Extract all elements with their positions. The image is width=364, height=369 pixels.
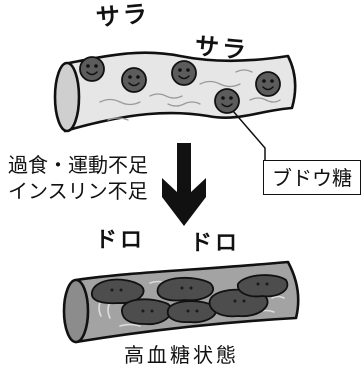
healthy-vessel-opening: [53, 61, 81, 133]
clump-eye: [256, 282, 260, 286]
clump-eye: [180, 286, 184, 290]
glucose-clump: [91, 278, 145, 305]
glucose-molecule: [171, 60, 197, 86]
molecule-eye: [136, 75, 140, 79]
glucose-molecule: [255, 71, 281, 97]
molecule-eye: [94, 64, 98, 68]
clump-eye: [265, 282, 269, 286]
healthy-blood-vessel: [53, 51, 297, 133]
molecule-smile: [221, 103, 233, 108]
molecule-smile: [178, 75, 190, 80]
molecule-eye: [270, 79, 274, 83]
label-leader-line: [232, 110, 266, 161]
glucose-molecule-body: [214, 88, 240, 114]
molecule-eye: [229, 96, 233, 100]
glucose-molecule-body: [121, 67, 147, 93]
glucose-label-box: ブドウ糖: [263, 160, 361, 195]
vessel-texture-line: [235, 69, 253, 73]
vessel-texture-line: [271, 295, 285, 299]
clump-eye: [195, 309, 199, 313]
glucose-clump: [156, 277, 215, 302]
glucose-molecule-body: [79, 56, 105, 82]
state-caption: 高血糖状態: [124, 343, 239, 367]
molecule-eye: [86, 64, 90, 68]
glucose-clump: [236, 274, 289, 298]
glucose-molecule: [214, 88, 240, 114]
molecule-eye: [221, 96, 225, 100]
cause-text: インスリン不足: [8, 179, 148, 203]
clump-eye: [233, 299, 237, 303]
clump-eye: [242, 299, 246, 303]
vessel-texture-line: [107, 117, 129, 121]
glucose-molecule: [121, 67, 147, 93]
glucose-molecule-body: [171, 60, 197, 86]
clump-eye: [186, 309, 190, 313]
molecule-eye: [186, 68, 190, 72]
smooth-sound-text: サラ: [94, 0, 152, 32]
glucose-clump: [166, 300, 217, 324]
clump-eye: [119, 288, 123, 292]
down-arrow-icon: [162, 143, 206, 226]
vessel-texture-line: [167, 101, 201, 107]
healthy-vessel-body: [63, 51, 297, 133]
vessel-texture-line: [249, 97, 281, 103]
glucose-molecule-body: [255, 71, 281, 97]
vessel-texture-line: [149, 93, 183, 99]
clump-eye: [150, 309, 154, 313]
glucose-clump: [121, 298, 173, 325]
glucose-label: ブドウ糖: [272, 165, 352, 190]
clump-eye: [189, 286, 193, 290]
clump-eye: [141, 309, 145, 313]
cause-text: 過食・運動不足: [8, 153, 148, 177]
sticky-sound-text: ドロ: [95, 228, 146, 253]
molecule-eye: [128, 75, 132, 79]
glucose-molecule: [79, 56, 105, 82]
vessel-texture-line: [199, 80, 241, 88]
sticky-sound-text: ドロ: [190, 231, 241, 256]
molecule-smile: [128, 82, 140, 87]
vessel-texture-line: [99, 98, 141, 106]
molecule-smile: [86, 71, 98, 76]
clogged-blood-vessel: [62, 260, 300, 344]
clogged-vessel-opening: [62, 278, 90, 344]
molecule-eye: [262, 79, 266, 83]
molecule-eye: [178, 68, 182, 72]
molecule-smile: [262, 86, 274, 91]
vessel-texture-line: [119, 323, 141, 327]
clump-eye: [110, 288, 114, 292]
smooth-sound-text: サラ: [193, 32, 250, 65]
